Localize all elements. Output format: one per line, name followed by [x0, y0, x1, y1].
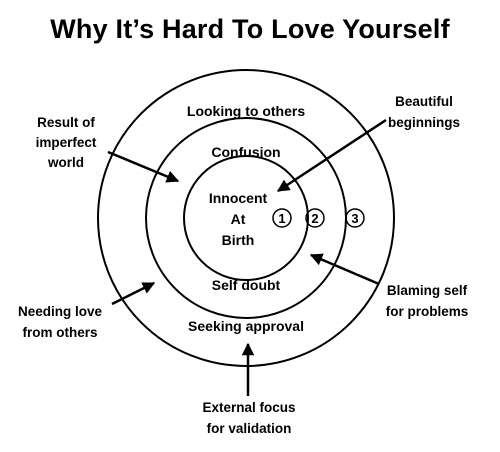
ring-number-1-text: 1: [278, 211, 285, 226]
outer-ring-top-label: Looking to others: [187, 103, 305, 119]
arrow-top-right: [276, 118, 387, 193]
diagram-title: Why It’s Hard To Love Yourself: [50, 14, 450, 44]
callout-bottom-right-line-2: for problems: [386, 304, 469, 319]
ring-number-3: 3: [345, 208, 365, 228]
callout-bottom-center-line-1: External focus: [202, 400, 295, 415]
callout-bottom-left-line-1: Needing love: [18, 304, 103, 319]
inner-ring: [183, 155, 309, 281]
inner-ring-line-2: At: [231, 211, 246, 227]
arrow-bottom-right: [309, 253, 380, 286]
outer-ring-bottom-label: Seeking approval: [188, 318, 304, 334]
middle-ring-bottom-label: Self doubt: [212, 277, 281, 293]
outer-ring: [97, 69, 395, 367]
ring-number-3-text: 3: [351, 211, 358, 226]
ring-number-2: 2: [305, 208, 325, 228]
inner-ring-line-3: Birth: [222, 232, 255, 248]
arrow-bottom-left: [111, 281, 156, 306]
ring-number-2-text: 2: [311, 211, 318, 226]
callout-top-left-line-1: Result of: [37, 115, 95, 130]
callout-top-right-line-2: beginnings: [388, 115, 460, 130]
arrow-top-left: [107, 150, 180, 183]
callout-top-left-line-2: imperfect: [36, 135, 97, 150]
callout-bottom-left-line-2: from others: [22, 325, 97, 340]
middle-ring-top-label: Confusion: [211, 144, 280, 160]
ring-number-1: 1: [272, 208, 292, 228]
inner-ring-line-1: Innocent: [209, 190, 268, 206]
callout-bottom-center-line-2: for validation: [207, 421, 292, 436]
callout-bottom-right-line-1: Blaming self: [387, 283, 468, 298]
callout-top-right-line-1: Beautiful: [395, 94, 453, 109]
callout-top-left-line-3: world: [47, 155, 84, 170]
